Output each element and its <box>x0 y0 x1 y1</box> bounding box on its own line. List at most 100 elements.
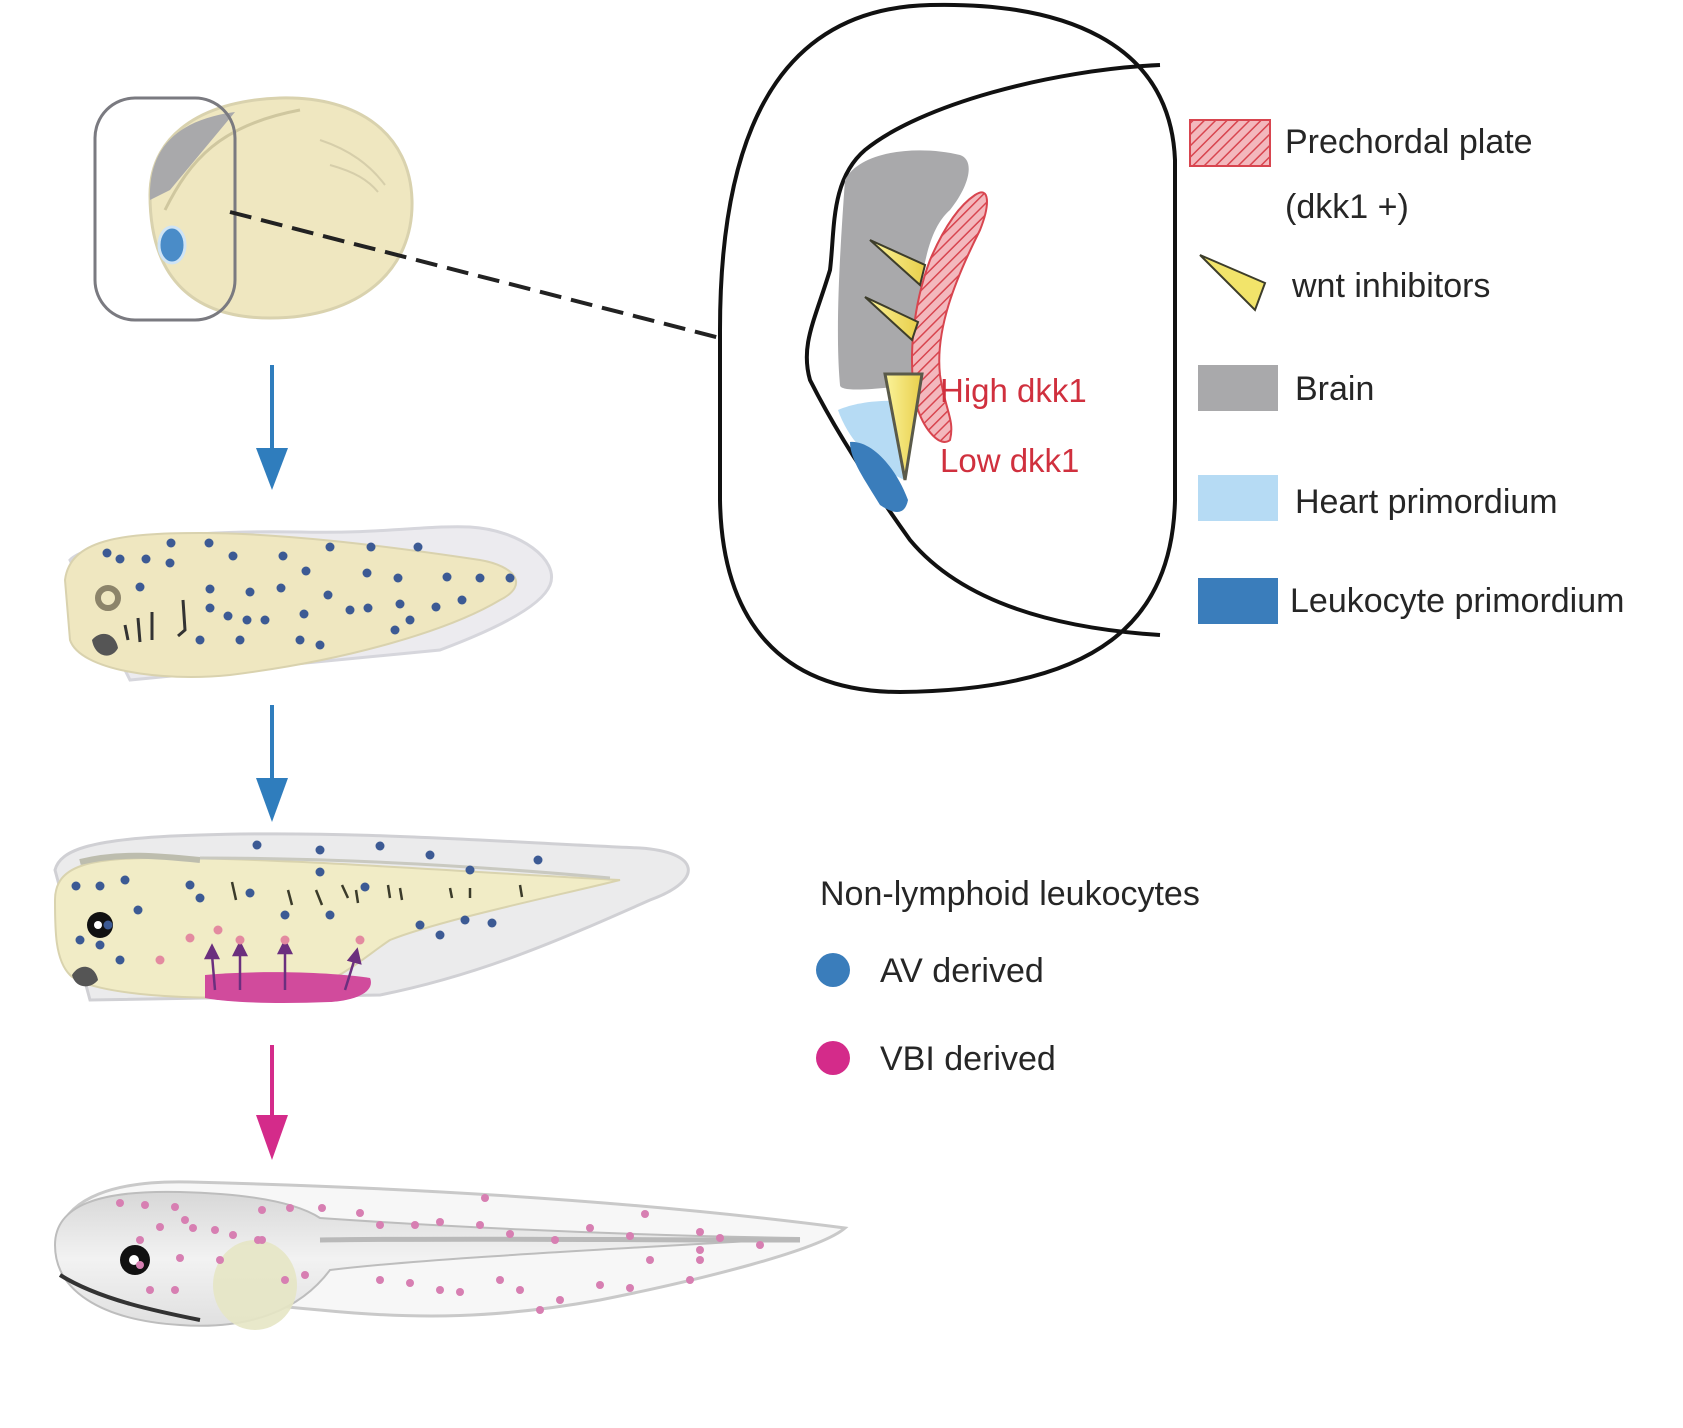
vbi-cell <box>696 1228 704 1236</box>
vbi-cell <box>171 1286 179 1294</box>
av-cell <box>120 875 130 885</box>
av-cell <box>345 605 355 615</box>
av-cell <box>95 881 105 891</box>
notochord-line <box>199 856 611 880</box>
eye-placode <box>95 585 121 611</box>
av-cell <box>475 573 485 583</box>
legend-label: wnt inhibitors <box>1291 267 1490 305</box>
vbi-derived-label: VBI derived <box>880 1040 1056 1078</box>
vbi-cell <box>696 1246 704 1254</box>
av-cell <box>223 611 233 621</box>
vbi-cell <box>141 1201 149 1209</box>
av-cell <box>295 635 305 645</box>
av-cell <box>195 893 205 903</box>
vbi-cell <box>146 1286 154 1294</box>
vbi-cell <box>181 1216 189 1224</box>
vbi-cell <box>641 1210 649 1218</box>
vbi-cell <box>229 1231 237 1239</box>
vbi-cell <box>176 1254 184 1262</box>
vbi-cell <box>496 1276 504 1284</box>
arrow-magenta <box>256 1045 288 1160</box>
legend-sublabel: (dkk1 +) <box>1285 188 1409 226</box>
av-cell <box>442 572 452 582</box>
vbi-cell <box>281 1276 289 1284</box>
stage-4-tadpole <box>53 1180 849 1330</box>
vbi-cell <box>626 1232 634 1240</box>
av-cell <box>245 587 255 597</box>
vbi-cell <box>189 1224 197 1232</box>
av-cell <box>360 882 370 892</box>
vbi-cell <box>716 1234 724 1242</box>
av-cell <box>393 573 403 583</box>
av-cell <box>405 615 415 625</box>
av-cell <box>415 920 425 930</box>
inset-outer-outline <box>718 2 1177 695</box>
av-cell <box>260 615 270 625</box>
vbi-derived-dot <box>816 1041 850 1075</box>
av-cell <box>435 930 445 940</box>
av-cell <box>102 548 112 558</box>
av-cell <box>135 582 145 592</box>
stage-2-embryo <box>63 525 553 682</box>
av-cell <box>366 542 376 552</box>
av-cell <box>235 635 245 645</box>
av-cell <box>245 888 255 898</box>
av-cells-stage-3 <box>71 840 543 965</box>
vbi-cell <box>696 1256 704 1264</box>
av-cells-stage-2 <box>102 538 515 650</box>
av-cell <box>325 542 335 552</box>
brain-region <box>149 112 235 200</box>
vbi-cell <box>686 1276 694 1284</box>
neural-tube <box>79 852 201 865</box>
av-derived-label: AV derived <box>880 952 1044 990</box>
vbi-cell <box>436 1218 444 1226</box>
stage-3-embryo <box>53 832 690 1003</box>
vbi-cell <box>646 1256 654 1264</box>
av-cell <box>315 640 325 650</box>
av-cell <box>533 855 543 865</box>
branchial-arch <box>136 617 142 643</box>
vbi-cell <box>318 1204 326 1212</box>
arrow-blue-1 <box>256 365 288 490</box>
cell-legend: Non-lymphoid leukocytes AV derived VBI d… <box>816 875 1200 1078</box>
heart-swatch <box>1198 475 1278 521</box>
low-dkk1-label: Low dkk1 <box>940 442 1079 479</box>
av-derived-dot <box>816 953 850 987</box>
eye-highlight <box>94 921 102 929</box>
prechordal-plate <box>911 191 988 443</box>
vbi-cell <box>481 1194 489 1202</box>
vbi-cell <box>516 1286 524 1294</box>
wnt-inhibitor-wedge <box>869 239 927 287</box>
vbi-cell <box>356 1209 364 1217</box>
av-cell <box>242 615 252 625</box>
leukocyte-swatch <box>1198 578 1278 624</box>
vbi-cell <box>376 1276 384 1284</box>
av-cell <box>323 590 333 600</box>
vbi-cell <box>756 1241 764 1249</box>
av-cell <box>457 595 467 605</box>
inset-panel: High dkk1 Low dkk1 <box>718 2 1177 695</box>
av-cell <box>375 841 385 851</box>
av-cell <box>487 918 497 928</box>
av-cell <box>71 881 81 891</box>
vbi-cell <box>258 1236 266 1244</box>
neural-fold-line <box>329 164 379 193</box>
arrow-blue-2 <box>256 705 288 822</box>
av-cell <box>301 566 311 576</box>
vbi-cell <box>216 1256 224 1264</box>
av-cell <box>431 602 441 612</box>
brain-swatch <box>1198 365 1278 411</box>
vbi-region <box>205 972 371 1003</box>
neural-fold-line <box>319 139 386 186</box>
av-cell <box>278 551 288 561</box>
av-cell <box>103 920 113 930</box>
av-cell <box>363 603 373 613</box>
vbi-cell <box>355 935 365 945</box>
vbi-cell <box>156 1223 164 1231</box>
wnt-wedge-icon <box>1199 254 1267 312</box>
somite-marks <box>230 881 524 906</box>
tissue-legend: Prechordal plate (dkk1 +) wnt inhibitors… <box>1189 119 1624 624</box>
zoom-dashed-line <box>229 210 721 340</box>
legend-item-heart-primordium: Heart primordium <box>1198 475 1558 521</box>
